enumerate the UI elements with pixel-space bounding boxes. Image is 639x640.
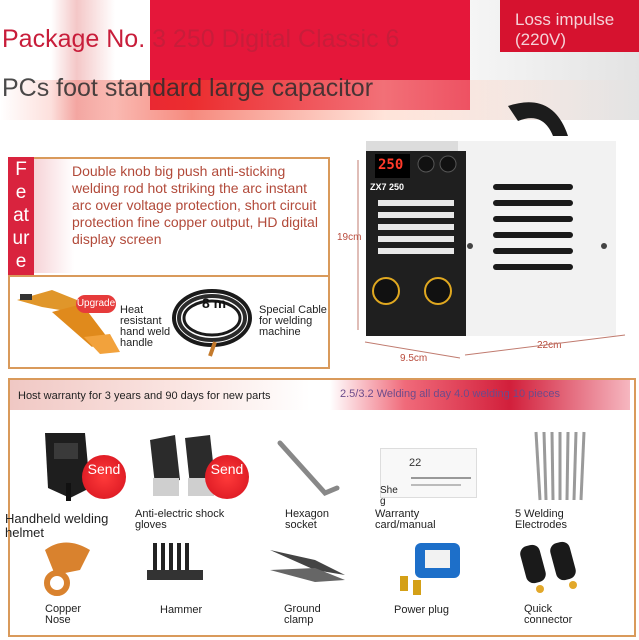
feature-letter: at <box>13 205 29 226</box>
page-title-line1: Package No. 3 250 Digital Classic 6 <box>2 25 400 53</box>
height-dimension: 19cm <box>337 232 362 243</box>
feature-divider <box>8 275 328 277</box>
hammer-image <box>147 543 203 580</box>
machine-model: ZX7 250 <box>370 182 405 192</box>
item-label: 5 Welding Electrodes <box>515 508 567 531</box>
cable-label: Special Cable for welding machine <box>259 304 327 338</box>
cable-length: 8 m <box>202 295 227 311</box>
welding-helmet-image <box>45 433 90 501</box>
welding-bar <box>330 380 630 410</box>
dimension-lines <box>357 160 626 359</box>
feature-letter: F <box>15 159 27 180</box>
feature-letter: e <box>15 182 27 203</box>
accessories-box <box>8 378 636 637</box>
item-label: Handheld welding helmet <box>5 511 109 540</box>
feature-letter: e <box>15 251 27 272</box>
power-plug-image <box>400 543 460 595</box>
banner-red-corner <box>500 0 639 52</box>
cable-coil-image <box>172 289 252 357</box>
hexagon-socket-image <box>277 440 340 496</box>
item-label: Power plug <box>394 604 450 616</box>
handle-label: Heat resistant hand weld handle <box>120 304 171 349</box>
item-label: Hammer <box>160 604 203 616</box>
feature-description: Double knob big push anti-sticking weldi… <box>72 163 318 247</box>
voltage-text: (220V) <box>515 30 567 49</box>
welding-electrodes-image <box>534 431 586 501</box>
item-label: Copper Nose <box>45 603 82 626</box>
item-label: Warranty card/manual <box>375 508 436 531</box>
upgrade-badge: Upgrade <box>76 295 116 313</box>
warranty-bar <box>10 380 310 410</box>
card-extra-text: She g <box>380 485 398 507</box>
ground-clamp-image <box>270 550 345 582</box>
welding-text: 2.5/3.2 Welding all day 4.0 welding 10 p… <box>340 388 560 400</box>
feature-label-fade <box>34 159 74 273</box>
item-label: Hexagon socket <box>285 508 330 531</box>
length-dimension: 22cm <box>537 340 562 351</box>
header-banner <box>0 0 639 120</box>
item-label: Ground clamp <box>284 603 321 626</box>
feature-label: F e at ur e <box>8 157 34 275</box>
send-badge: Send <box>82 455 126 499</box>
send-badge: Send <box>205 455 249 499</box>
loss-impulse-label: Loss impulse (220V) <box>515 10 639 50</box>
loss-impulse-text: Loss impulse <box>515 10 615 29</box>
quick-connector-image <box>520 541 577 593</box>
item-label: Quick connector <box>524 603 573 626</box>
item-label: Anti-electric shock gloves <box>135 508 225 531</box>
warranty-card-image: 22 <box>380 448 477 498</box>
weld-handle-image <box>17 290 120 354</box>
warranty-text: Host warranty for 3 years and 90 days fo… <box>18 390 271 402</box>
copper-nose-image <box>44 542 90 596</box>
feature-letter: ur <box>12 228 30 249</box>
width-dimension: 9.5cm <box>400 353 428 364</box>
card-number: 22 <box>409 457 422 469</box>
welding-machine-image <box>366 102 616 336</box>
machine-display: 250 <box>378 157 404 173</box>
page-title-line2: PCs foot standard large capacitor <box>2 74 374 102</box>
